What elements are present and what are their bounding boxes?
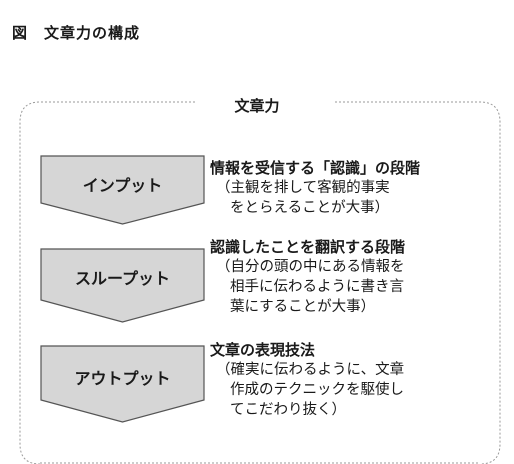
stage-heading: 認識したことを翻訳する段階	[210, 238, 406, 256]
stage-throughput-arrow: スループット	[40, 248, 205, 323]
figure-title: 図 文章力の構成	[12, 24, 141, 42]
stage-output-arrow: アウトプット	[40, 345, 205, 423]
stage-output-description: 文章の表現技法 （確実に伝わるように、文章 作成のテクニックを駆使し てこだわり…	[210, 340, 500, 420]
stage-note-line: 作成のテクニックを駆使し	[230, 382, 404, 398]
stage-note-line: 相手に伝わるように書き言	[230, 279, 404, 295]
pentagon-arrow-shape	[40, 155, 205, 225]
stage-note-line: をとらえることが大事）	[230, 200, 390, 216]
stage-input-description: 情報を受信する「認識」の段階 （主観を排して客観的事実 をとらえることが大事）	[210, 158, 500, 218]
stage-note-line: （確実に伝わるように、文章	[216, 362, 405, 378]
stage-label-throughput: スループット	[74, 269, 171, 288]
stage-throughput-description: 認識したことを翻訳する段階 （自分の頭の中にある情報を 相手に伝わるように書き言…	[210, 237, 500, 317]
pentagon-arrow-shape	[40, 248, 205, 323]
pentagon-arrow-shape	[40, 345, 205, 423]
stage-label-input: インプット	[82, 176, 163, 195]
stage-note-line: 葉にすることが大事）	[230, 299, 376, 315]
box-title: 文章力	[234, 97, 280, 115]
stage-label-output: アウトプット	[74, 369, 171, 388]
stage-note-line: （自分の頭の中にある情報を	[216, 259, 405, 275]
stage-heading: 情報を受信する「認識」の段階	[210, 159, 421, 177]
stage-input-arrow: インプット	[40, 155, 205, 225]
stage-note-line: （主観を排して客観的事実	[216, 180, 390, 196]
stage-note-line: てこだわり抜く）	[230, 402, 346, 418]
stage-heading: 文章の表現技法	[210, 341, 316, 359]
